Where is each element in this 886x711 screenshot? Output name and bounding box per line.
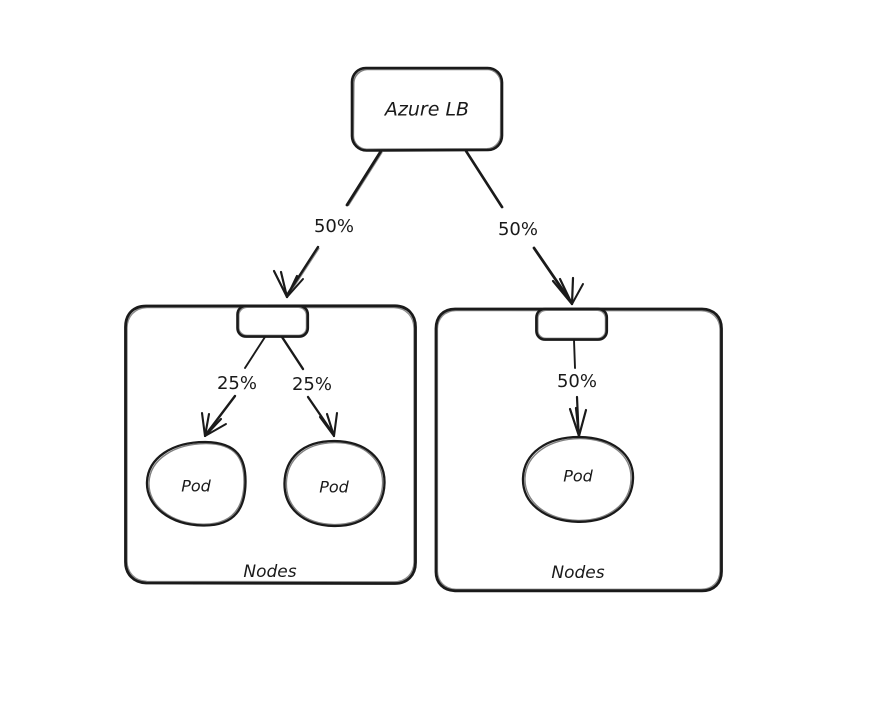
service-box-right[interactable]	[535, 307, 609, 341]
edge-left-service-to-pod2: 25%	[280, 335, 339, 438]
edge-label-right-pod-50: 50%	[557, 371, 597, 392]
pod-right-1[interactable]: Pod	[521, 435, 635, 523]
service-box-left[interactable]	[236, 304, 310, 338]
edge-lb-to-right-node: 50%	[464, 149, 584, 306]
azure-lb-label: Azure LB	[383, 99, 469, 121]
node-group-right-label: Nodes	[551, 563, 604, 583]
pod-left-2[interactable]: Pod	[283, 439, 386, 528]
edge-left-service-to-pod1: 25%	[200, 336, 266, 438]
edge-right-service-to-pod: 50%	[557, 339, 597, 438]
edge-label-left-pod1-25: 25%	[217, 373, 257, 394]
edge-lb-to-left-node: 50%	[272, 149, 383, 299]
node-group-left-label: Nodes	[243, 562, 296, 582]
edge-label-left-pod2-25: 25%	[292, 374, 332, 395]
edge-label-lb-right-50: 50%	[498, 219, 538, 240]
pod-left-1[interactable]: Pod	[145, 440, 247, 527]
azure-lb-box[interactable]: Azure LB	[350, 66, 504, 152]
pod-left-2-label: Pod	[319, 478, 349, 497]
edge-label-lb-left-50: 50%	[314, 216, 354, 237]
node-group-left[interactable]: Nodes	[124, 304, 417, 585]
pod-left-1-label: Pod	[181, 477, 211, 496]
pod-right-1-label: Pod	[563, 467, 593, 486]
